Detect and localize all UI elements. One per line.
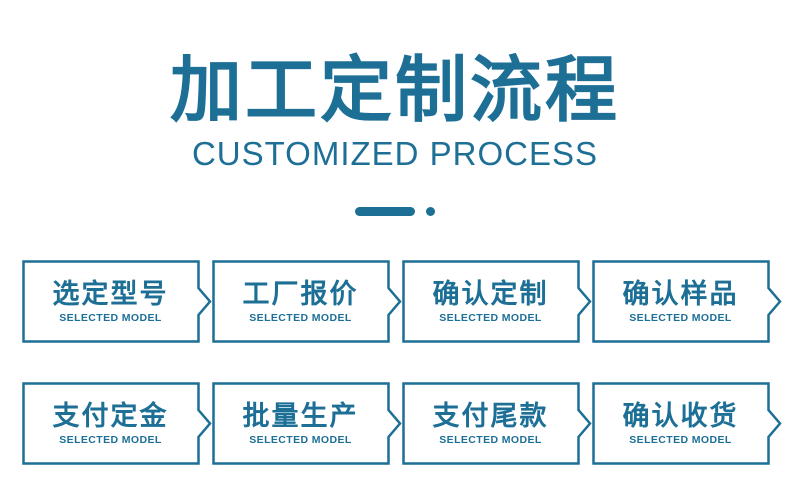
step-box-arrow-outline (22, 382, 212, 465)
step-pay-balance: 支付尾款 SELECTED MODEL (402, 382, 592, 465)
step-pay-deposit: 支付定金 SELECTED MODEL (22, 382, 212, 465)
step-label: 确认定制 (432, 279, 549, 309)
arrow-right-box-shape (212, 260, 402, 343)
step-text: 工厂报价 SELECTED MODEL (212, 260, 389, 343)
process-row-2: 支付定金 SELECTED MODEL 批量生产 SELECTED MODEL … (22, 382, 782, 465)
step-box-arrow-outline (592, 382, 782, 465)
page-title: 加工定制流程 (169, 51, 620, 131)
step-select-model: 选定型号 SELECTED MODEL (22, 260, 212, 343)
arrow-right-box-shape (592, 260, 782, 343)
process-row-1: 选定型号 SELECTED MODEL 工厂报价 SELECTED MODEL … (22, 260, 782, 343)
step-text: 确认收货 SELECTED MODEL (592, 382, 769, 465)
step-sublabel: SELECTED MODEL (629, 434, 732, 446)
step-sublabel: SELECTED MODEL (439, 312, 542, 324)
title-divider (0, 207, 790, 216)
step-label: 确认样品 (622, 279, 739, 309)
step-text: 确认定制 SELECTED MODEL (402, 260, 579, 343)
step-text: 支付定金 SELECTED MODEL (22, 382, 199, 465)
step-sublabel: SELECTED MODEL (59, 434, 162, 446)
step-text: 批量生产 SELECTED MODEL (212, 382, 389, 465)
step-factory-quote: 工厂报价 SELECTED MODEL (212, 260, 402, 343)
step-sublabel: SELECTED MODEL (629, 312, 732, 324)
step-box-arrow-outline (212, 260, 402, 343)
header: 加工定制流程 CUSTOMIZED PROCESS (0, 0, 790, 216)
step-label: 批量生产 (242, 401, 359, 431)
arrow-right-box-shape (22, 260, 212, 343)
step-confirm-customization: 确认定制 SELECTED MODEL (402, 260, 592, 343)
arrow-right-box-shape (22, 382, 212, 465)
step-label: 工厂报价 (242, 279, 359, 309)
step-confirm-sample: 确认样品 SELECTED MODEL (592, 260, 782, 343)
page-subtitle: CUSTOMIZED PROCESS (191, 135, 599, 172)
step-text: 确认样品 SELECTED MODEL (592, 260, 769, 343)
step-sublabel: SELECTED MODEL (249, 312, 352, 324)
step-label: 选定型号 (52, 279, 169, 309)
step-mass-production: 批量生产 SELECTED MODEL (212, 382, 402, 465)
arrow-right-box-shape (402, 382, 592, 465)
arrow-right-box-shape (402, 260, 592, 343)
arrow-right-box-shape (212, 382, 402, 465)
step-box-arrow-outline (22, 260, 212, 343)
step-sublabel: SELECTED MODEL (439, 434, 542, 446)
step-label: 支付尾款 (432, 401, 549, 431)
arrow-right-box-shape (592, 382, 782, 465)
step-sublabel: SELECTED MODEL (59, 312, 162, 324)
step-box-arrow-outline (592, 260, 782, 343)
divider-bar (355, 207, 415, 216)
step-confirm-receipt: 确认收货 SELECTED MODEL (592, 382, 782, 465)
step-label: 确认收货 (622, 401, 739, 431)
step-sublabel: SELECTED MODEL (249, 434, 352, 446)
divider-dot (426, 207, 435, 216)
step-box-arrow-outline (402, 382, 592, 465)
step-text: 支付尾款 SELECTED MODEL (402, 382, 579, 465)
step-label: 支付定金 (52, 401, 169, 431)
step-box-arrow-outline (212, 382, 402, 465)
step-box-arrow-outline (402, 260, 592, 343)
step-text: 选定型号 SELECTED MODEL (22, 260, 199, 343)
